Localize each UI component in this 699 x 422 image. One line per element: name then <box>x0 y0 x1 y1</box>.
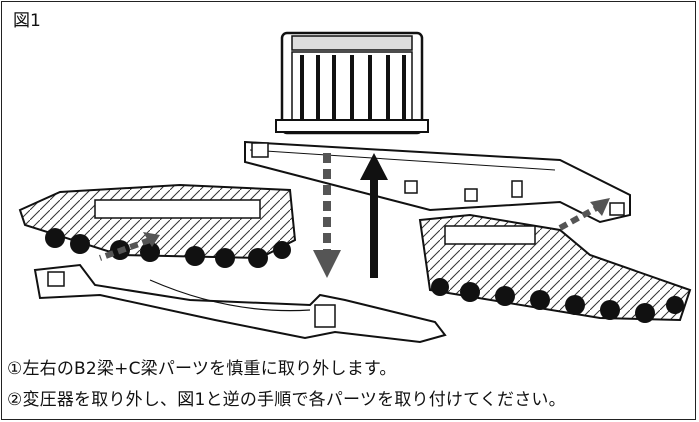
right-bogie-assembly <box>418 213 692 323</box>
assembly-diagram <box>18 31 692 344</box>
lower-beam-part <box>33 263 447 344</box>
instruction-step-1: ①左右のB2梁+C梁パーツを慎重に取り外します。 <box>7 359 397 379</box>
arrow-right-dashed <box>558 198 610 231</box>
upper-beam-part <box>244 140 631 224</box>
left-bogie-assembly <box>18 183 297 268</box>
arrow-down-dashed <box>313 153 341 278</box>
arrow-left-dashed <box>98 232 160 261</box>
figure-label: 図1 <box>13 11 41 31</box>
instruction-step-2: ②変圧器を取り外し、図1と逆の手順で各パーツを取り付けてください。 <box>7 390 566 410</box>
arrow-up-solid <box>360 153 388 278</box>
transformer-part <box>275 31 429 135</box>
